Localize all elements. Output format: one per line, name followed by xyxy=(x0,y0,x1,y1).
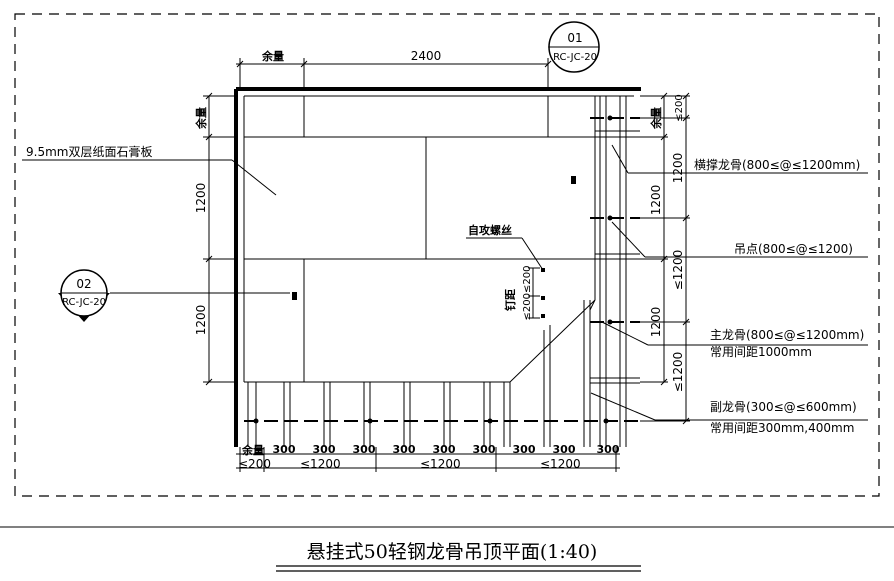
left-span-1-label: 1200 xyxy=(194,183,208,214)
drawing-frame xyxy=(14,13,880,497)
svg-text:≤1200: ≤1200 xyxy=(300,457,341,471)
bottom-margin-label: 余量 xyxy=(241,443,264,457)
hanger-points xyxy=(253,115,613,424)
cross-keels xyxy=(590,130,640,384)
nail-spacing-dimension xyxy=(528,267,540,319)
svg-text:01: 01 xyxy=(567,31,582,45)
svg-text:300: 300 xyxy=(313,443,336,456)
hanger-note: 吊点(800≤@≤1200) xyxy=(734,242,853,256)
svg-text:RC-JC-20: RC-JC-20 xyxy=(553,52,597,63)
top-dimension xyxy=(236,58,552,89)
right-dimension xyxy=(640,92,690,425)
board-note: 9.5mm双层纸面石膏板 xyxy=(26,144,152,159)
left-span-2-label: 1200 xyxy=(194,305,208,336)
right-span-2-label: 1200 xyxy=(649,185,663,216)
gypsum-board-area xyxy=(234,87,641,447)
bottom-dimension xyxy=(236,447,620,472)
svg-text:300: 300 xyxy=(597,443,620,456)
right-le-1-label: ≤1200 xyxy=(671,250,685,291)
right-span-1-label: 1200 xyxy=(671,153,685,184)
section-callout-top: 01 RC-JC-20 xyxy=(548,21,600,73)
secondary-keels xyxy=(247,96,627,447)
svg-text:300: 300 xyxy=(473,443,496,456)
nail-spacing-label: 钉距 xyxy=(503,289,517,311)
bottom-spacing-labels: 300 300 300 300 300 300 300 300 300 xyxy=(273,443,620,456)
right-span-3-label: 1200 xyxy=(649,307,663,338)
svg-text:≤1200: ≤1200 xyxy=(420,457,461,471)
svg-text:≤200: ≤200 xyxy=(238,457,271,471)
nail-spacing-value: ≤200≤200 xyxy=(522,266,533,321)
section-callout-left: 02 RC-JC-20 xyxy=(58,269,290,322)
svg-text:RC-JC-20: RC-JC-20 xyxy=(62,297,106,308)
top-span-label: 2400 xyxy=(411,49,442,63)
right-le-2-label: ≤1200 xyxy=(671,352,685,393)
right-margin-label: 余量 xyxy=(649,107,663,130)
svg-text:300: 300 xyxy=(393,443,416,456)
left-dimension xyxy=(203,92,236,386)
svg-text:≤1200: ≤1200 xyxy=(540,457,581,471)
svg-text:300: 300 xyxy=(553,443,576,456)
svg-text:300: 300 xyxy=(513,443,536,456)
svg-text:300: 300 xyxy=(273,443,296,456)
left-margin-label: 余量 xyxy=(194,107,208,130)
secondary-keel-common-note: 常用间距300mm,400mm xyxy=(710,421,854,435)
secondary-keel-note: 副龙骨(300≤@≤600mm) xyxy=(710,400,857,414)
svg-text:02: 02 xyxy=(76,277,91,291)
right-top-label: ≤200 xyxy=(674,94,685,121)
svg-text:300: 300 xyxy=(353,443,376,456)
bottom-le-labels: ≤200 ≤1200 ≤1200 ≤1200 xyxy=(238,457,581,471)
drawing-title: 悬挂式50轻钢龙骨吊顶平面(1:40) xyxy=(307,541,598,563)
main-keel-note: 主龙骨(800≤@≤1200mm) xyxy=(710,328,864,342)
top-margin-label: 余量 xyxy=(261,49,284,63)
leader-lines xyxy=(22,144,868,421)
screw-note: 自攻螺丝 xyxy=(468,223,512,237)
main-keels xyxy=(244,117,640,422)
svg-text:300: 300 xyxy=(433,443,456,456)
cross-keel-note: 横撑龙骨(800≤@≤1200mm) xyxy=(694,157,860,172)
main-keel-common-note: 常用间距1000mm xyxy=(710,345,812,359)
